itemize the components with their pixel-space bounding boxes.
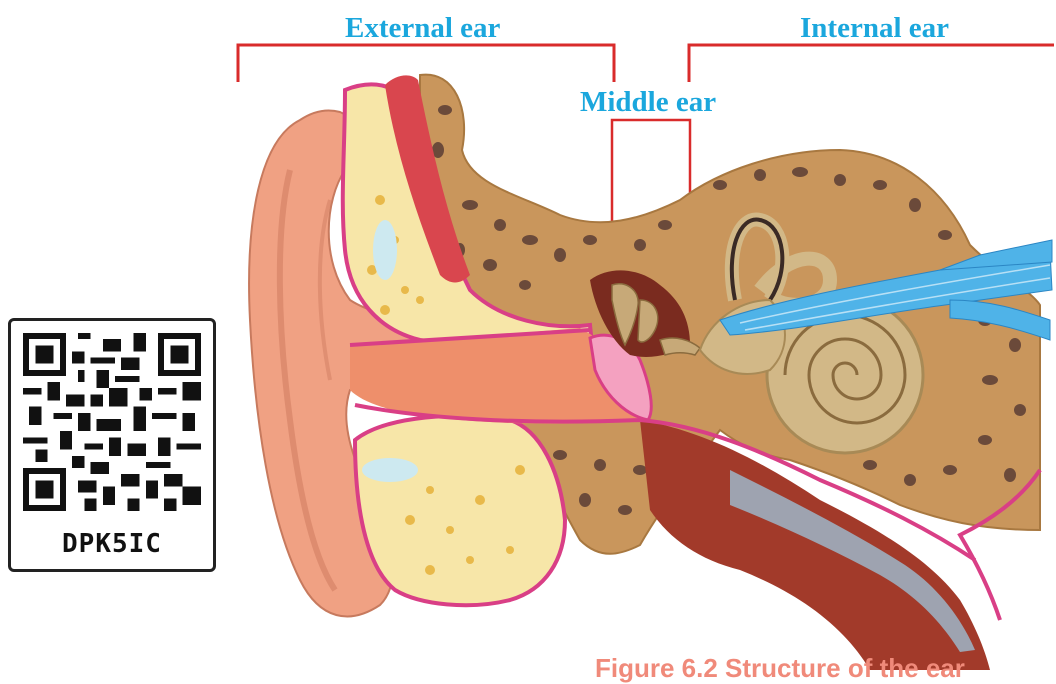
qr-code-icon: [23, 333, 201, 511]
qr-code-card[interactable]: DPK5IC: [8, 318, 216, 572]
qr-code-text: DPK5IC: [11, 529, 213, 559]
internal-ear-bracket: [689, 45, 1054, 82]
middle-ear-label: Middle ear: [580, 88, 716, 117]
internal-ear-label: Internal ear: [800, 14, 949, 43]
figure-caption: Figure 6.2 Structure of the ear: [595, 653, 965, 684]
cartilage-lower: [355, 416, 565, 605]
external-ear-label: External ear: [345, 14, 500, 43]
